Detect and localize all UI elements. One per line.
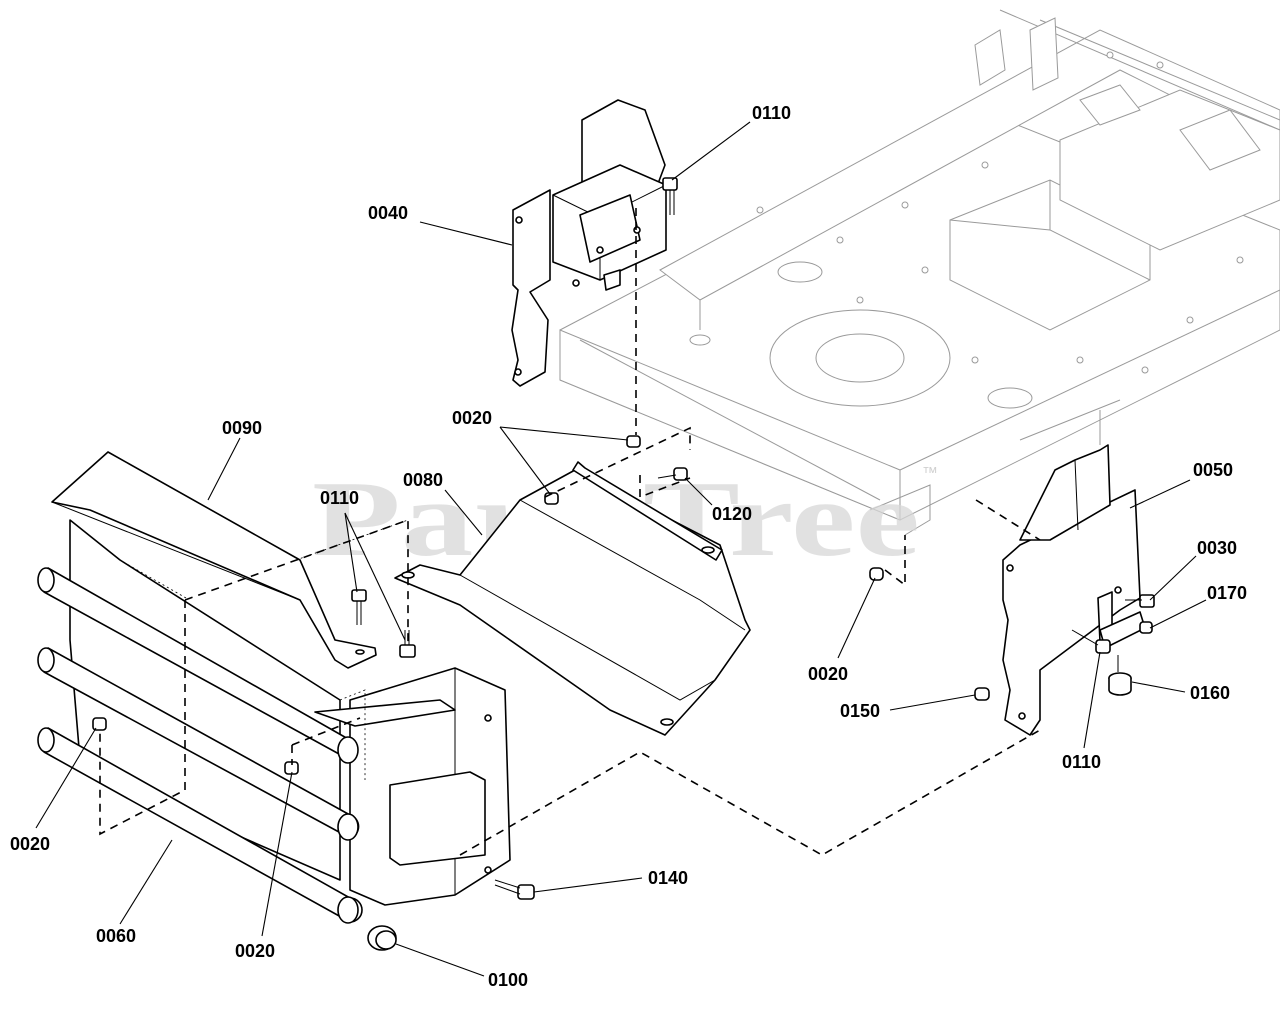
callout-0110-top: 0110 [752, 103, 791, 123]
callout-0100: 0100 [488, 970, 528, 990]
callout-0040: 0040 [368, 203, 408, 223]
part-0040-bracket [511, 99, 667, 387]
part-0050-bracket [869, 444, 1155, 736]
callout-labels: 0110 0040 0090 0020 0110 0080 0120 0050 … [10, 103, 1247, 990]
callout-0120: 0120 [712, 504, 752, 524]
leader-lines [35, 121, 1207, 977]
callout-0020-left: 0020 [10, 834, 50, 854]
callout-0110-left: 0110 [320, 488, 359, 508]
part-0060-bumper [37, 519, 535, 951]
callout-0020-right: 0020 [808, 664, 848, 684]
callout-0170: 0170 [1207, 583, 1247, 603]
callout-0060: 0060 [96, 926, 136, 946]
watermark-trademark: ™ [922, 465, 938, 482]
bolt-0110-top [662, 177, 678, 215]
callout-0020-bottom: 0020 [235, 941, 275, 961]
callout-0030: 0030 [1197, 538, 1237, 558]
assembly-lines [99, 208, 1041, 856]
part-0080-shield [394, 435, 751, 736]
mower-frame [559, 9, 1280, 536]
callout-0140: 0140 [648, 868, 688, 888]
callout-0110-right: 0110 [1062, 752, 1101, 772]
callout-0050: 0050 [1193, 460, 1233, 480]
callout-0090: 0090 [222, 418, 262, 438]
callout-0080: 0080 [403, 470, 443, 490]
part-0090-plate [51, 451, 416, 669]
callout-0020-mid: 0020 [452, 408, 492, 428]
callout-0150: 0150 [840, 701, 880, 721]
callout-0160: 0160 [1190, 683, 1230, 703]
